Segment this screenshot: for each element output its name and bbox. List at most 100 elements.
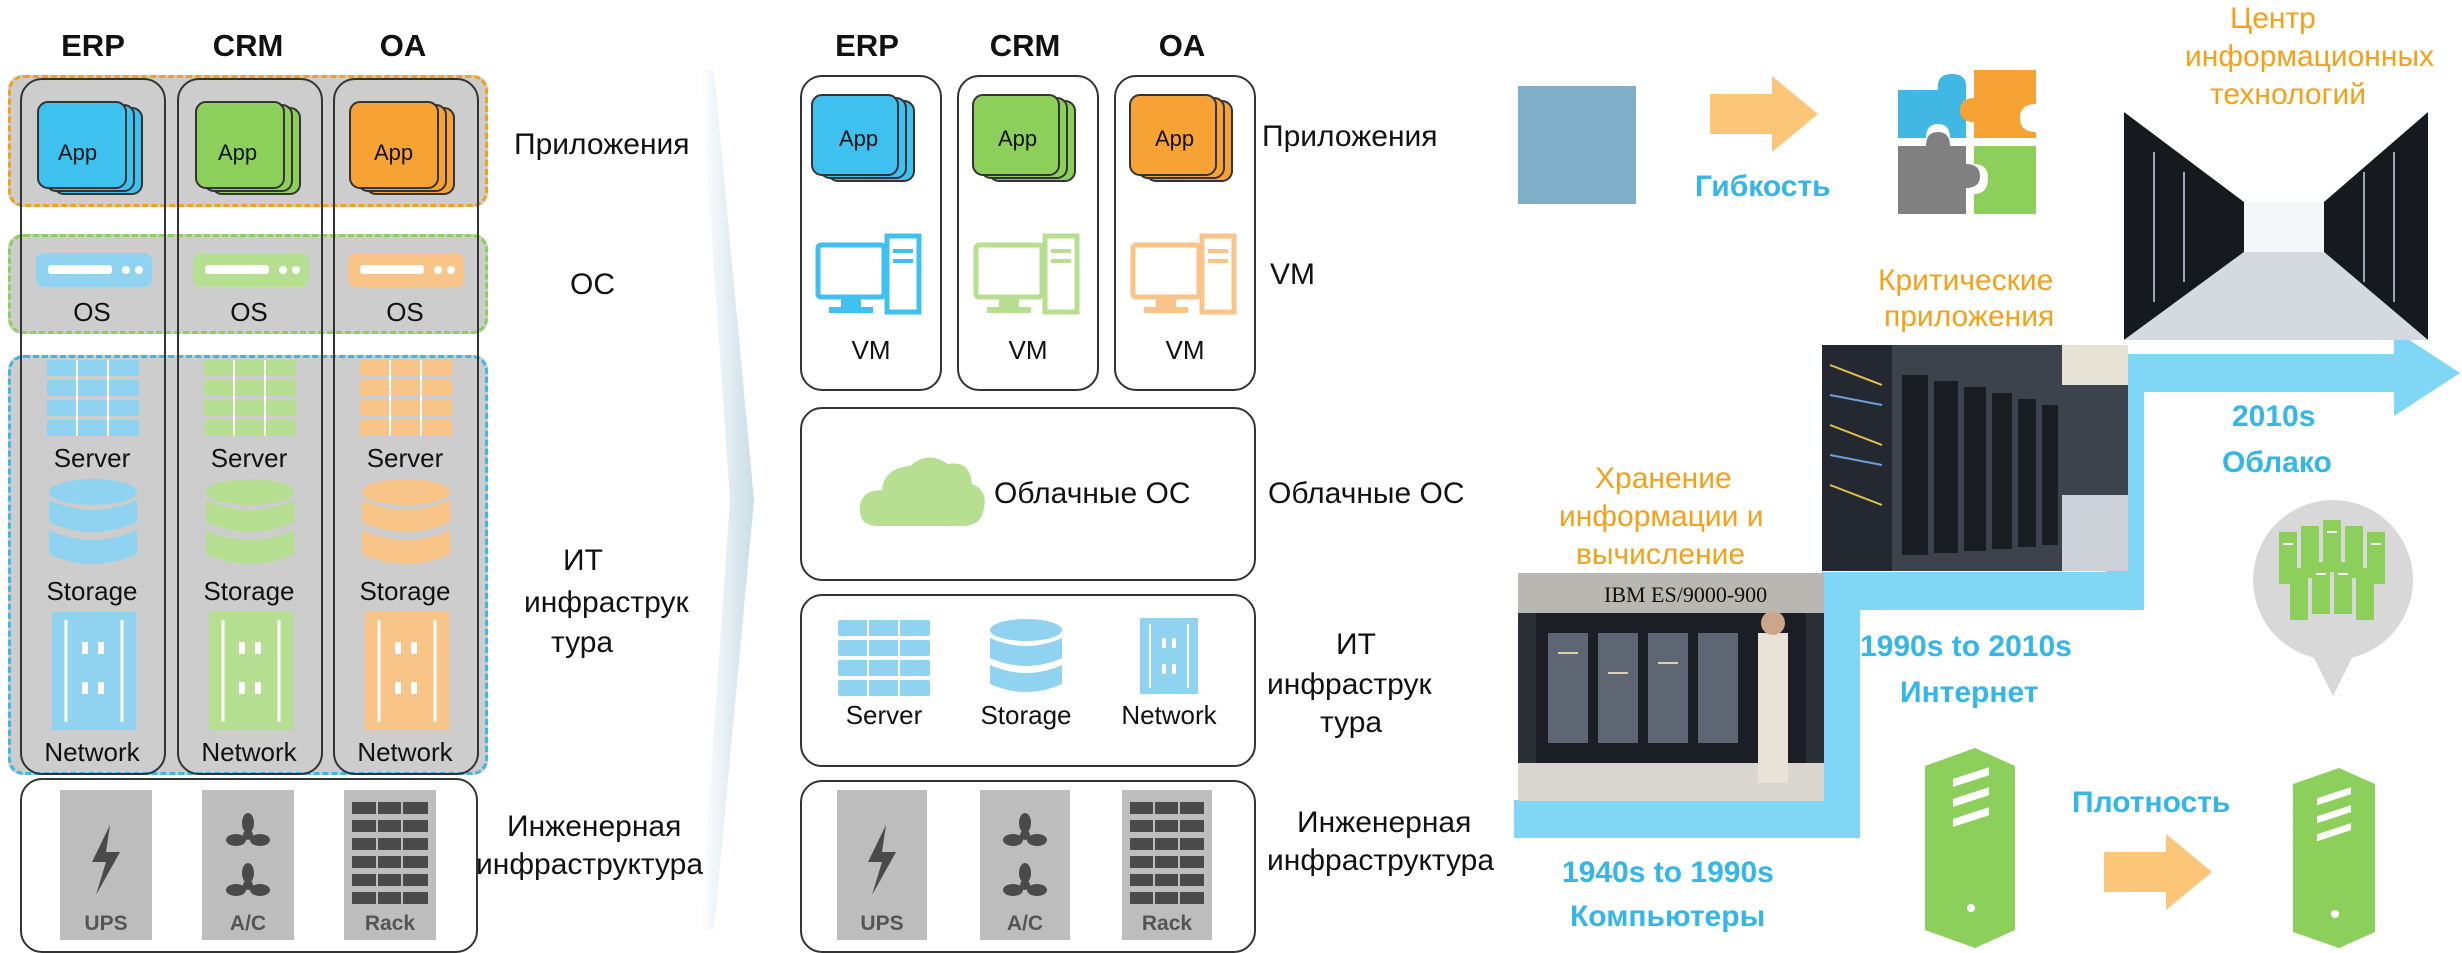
era1-years: 1940s to 1990s [1562, 856, 1774, 889]
column-header-erp: ERP [61, 28, 125, 63]
arrow-right-icon-density [2104, 834, 2212, 910]
era3-caption-line3: технологий [2210, 78, 2367, 111]
server-cluster-bubble [2253, 500, 2413, 696]
layer-label-eng-left-1: Инженерная [507, 810, 682, 843]
app-label-oa-middle: App [1155, 126, 1195, 151]
app-label-erp-middle: App [839, 126, 879, 151]
os-label-erp: OS [73, 297, 111, 327]
server-icon-pool [838, 620, 930, 696]
vm-label-crm: VM [1008, 335, 1048, 365]
arrow-right-icon-flexibility [1710, 76, 1818, 152]
os-label-crm: OS [230, 297, 268, 327]
server-icon-crm [204, 360, 296, 436]
mainframe-photo-label: IBM ES/9000-900 [1604, 582, 1768, 607]
mainframe-photo [1518, 573, 1824, 801]
data-center-photo [2124, 112, 2428, 340]
server-room-photo [1822, 345, 2128, 571]
layer-label-apps-middle: Приложения [1262, 120, 1438, 153]
ups-icon-middle [837, 790, 927, 940]
era2-caption-line2: приложения [1884, 300, 2055, 333]
era1-caption-line2: информации и [1559, 500, 1764, 533]
column-header-erp-middle: ERP [835, 28, 899, 63]
density-label: Плотность [2072, 786, 2231, 819]
network-label-pool: Network [1121, 700, 1217, 730]
app-stack-icon-oa-middle [1129, 94, 1233, 182]
rack-icon-left [344, 790, 436, 940]
server-tower-icon-left [1925, 748, 2015, 948]
network-label-erp: Network [44, 737, 140, 767]
era3-years: 2010s [2232, 400, 2316, 433]
layer-label-os-left: ОС [570, 268, 615, 301]
vm-computer-icon-crm [973, 233, 1080, 315]
layer-label-eng-left-2: инфраструктура [476, 848, 704, 881]
server-tower-icon-right [2293, 768, 2375, 948]
storage-label-erp: Storage [46, 576, 138, 606]
server-label-oa: Server [366, 443, 444, 473]
network-icon-crm [209, 612, 293, 730]
layer-label-it-left-3: тура [551, 626, 614, 659]
era3-name: Облако [2222, 446, 2332, 479]
os-label-oa: OS [386, 297, 424, 327]
it-pool-box [800, 594, 1256, 767]
layer-label-eng-middle-2: инфраструктура [1267, 844, 1495, 877]
layer-label-eng-middle-1: Инженерная [1297, 806, 1472, 839]
engineering-box-middle [800, 780, 1256, 953]
network-label-crm: Network [201, 737, 297, 767]
server-icon-erp [47, 360, 139, 436]
erp-vm-box [800, 75, 942, 391]
vm-computer-icon-oa [1130, 233, 1237, 315]
os-device-icon-crm [193, 253, 309, 287]
era1-caption-line3: вычисление [1576, 538, 1746, 571]
vm-label-oa: VM [1165, 335, 1205, 365]
crm-column [177, 78, 323, 775]
era1-caption-line1: Хранение [1595, 462, 1732, 495]
os-device-icon-erp [36, 253, 152, 287]
network-icon-pool [1140, 618, 1198, 694]
erp-column [20, 78, 166, 775]
cloud-os-label: Облачные ОС [994, 477, 1191, 510]
layer-label-it-middle-1: ИТ [1336, 628, 1376, 661]
era2-caption-line1: Критические [1878, 264, 2054, 297]
os-layer-outline [8, 234, 488, 334]
layer-label-it-left-1: ИТ [563, 544, 603, 577]
layer-label-it-left-2: инфраструк [524, 586, 689, 619]
crm-vm-box [957, 75, 1099, 391]
rack-label-left: Rack [364, 912, 416, 935]
network-icon-erp [52, 612, 136, 730]
app-label-crm: App [218, 140, 258, 165]
ac-label-left: A/C [229, 912, 267, 935]
engineering-box [20, 778, 478, 953]
era2-name: Интернет [1900, 676, 2039, 709]
cloud-icon [859, 457, 985, 526]
os-device-icon-oa [348, 253, 464, 287]
ac-icon-left [202, 790, 294, 940]
app-label-crm-middle: App [998, 126, 1038, 151]
vm-label-erp: VM [851, 335, 891, 365]
ups-label-left: UPS [84, 912, 128, 935]
server-label-crm: Server [210, 443, 288, 473]
storage-label-pool: Storage [980, 700, 1072, 730]
layer-label-it-middle-2: инфраструк [1267, 668, 1432, 701]
oa-column [333, 78, 479, 775]
apps-layer-outline [8, 75, 488, 207]
app-stack-icon-erp [37, 101, 143, 195]
flexibility-label: Гибкость [1695, 170, 1831, 203]
column-header-oa-middle: OA [1158, 28, 1206, 63]
era2-years: 1990s to 2010s [1860, 630, 2072, 663]
oa-vm-box [1114, 75, 1256, 391]
layer-label-cloud-middle: Облачные ОС [1268, 477, 1465, 510]
era1-name: Компьютеры [1570, 900, 1766, 933]
layer-label-vm-middle: VM [1270, 258, 1315, 291]
cloud-os-box [800, 407, 1256, 581]
app-label-erp: App [58, 140, 98, 165]
storage-icon-crm [206, 479, 294, 564]
rack-icon-middle [1122, 790, 1212, 940]
ups-icon-left [60, 790, 152, 940]
storage-icon-oa [362, 479, 450, 564]
ups-label-middle: UPS [860, 912, 904, 935]
storage-icon-erp [49, 479, 137, 564]
storage-icon-pool [990, 619, 1062, 692]
app-stack-icon-erp-middle [811, 94, 915, 182]
transition-chevron [700, 70, 754, 930]
server-icon-oa [360, 360, 452, 436]
